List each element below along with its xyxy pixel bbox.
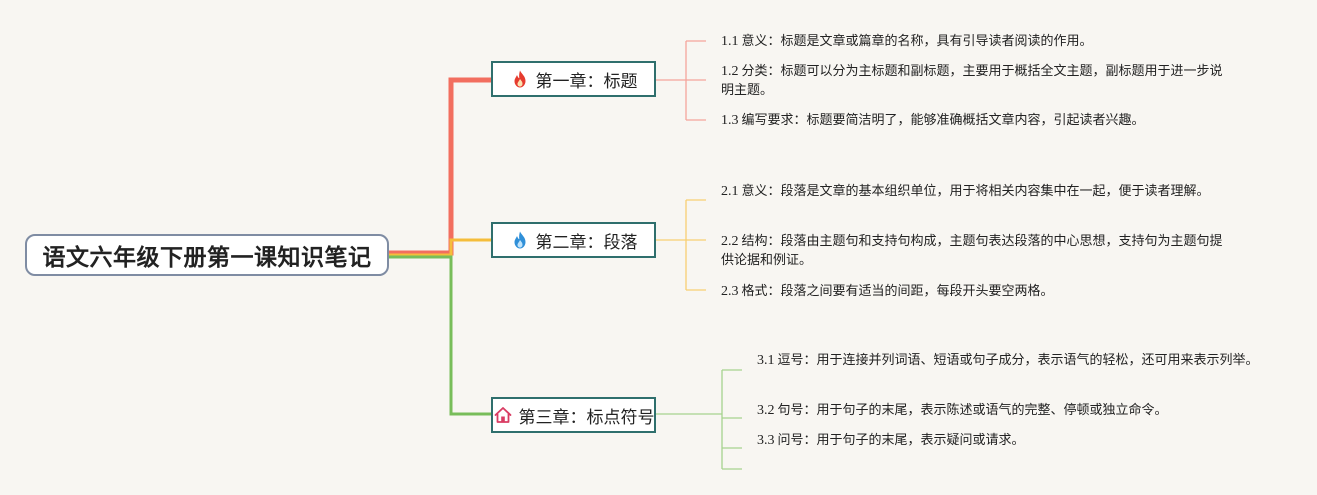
chapter-title-1: 第一章：标题: [535, 71, 638, 92]
note-number: 3.1: [757, 353, 775, 368]
chapter-node-3[interactable]: 第三章：标点符号: [491, 397, 656, 433]
home-icon: [493, 405, 513, 425]
note-number: 1.1: [721, 34, 739, 49]
note-number: 3.2: [757, 403, 775, 418]
link-root-ch3: [389, 255, 491, 416]
chapter-title-3: 第三章：标点符号: [518, 407, 655, 428]
note-text: 格式：段落之间要有适当的间距，每段开头要空两格。: [741, 284, 1054, 299]
note-text: 逗号：用于连接并列词语、短语或句子成分，表示语气的轻松，还可用来表示列举。: [777, 353, 1259, 368]
bracket-ch1: [656, 40, 706, 121]
note-number: 2.1: [721, 184, 739, 199]
note-text: 分类：标题可以分为主标题和副标题，主要用于概括全文主题，副标题用于进一步说明主题…: [721, 64, 1223, 98]
bracket-ch2: [656, 199, 706, 291]
note-text: 编写要求：标题要简洁明了，能够准确概括文章内容，引起读者兴趣。: [741, 113, 1145, 128]
note-number: 2.2: [721, 234, 739, 249]
note-text: 意义：段落是文章的基本组织单位，用于将相关内容集中在一起，便于读者理解。: [741, 184, 1210, 199]
note-text: 结构：段落由主题句和支持句构成，主题句表达段落的中心思想，支持句为主题句提供论据…: [721, 234, 1223, 268]
note-number: 3.3: [757, 433, 775, 448]
chapter-node-1[interactable]: 第一章：标题: [491, 61, 656, 97]
root-title: 语文六年级下册第一课知识笔记: [42, 245, 372, 271]
link-root-ch2: [389, 238, 491, 257]
link-root-ch1: [389, 77, 491, 256]
note-text: 句号：用于句子的末尾，表示陈述或语气的完整、停顿或独立命令。: [777, 403, 1168, 418]
blue-flame-icon: [510, 230, 530, 250]
note-number: 1.2: [721, 64, 739, 79]
root-node[interactable]: 语文六年级下册第一课知识笔记: [25, 234, 389, 276]
note-number: 2.3: [721, 284, 739, 299]
chapter-node-2[interactable]: 第二章：段落: [491, 222, 656, 258]
fire-icon: [510, 69, 530, 89]
bracket-ch3: [656, 369, 742, 470]
note-number: 1.3: [721, 113, 739, 128]
note-text: 意义：标题是文章或篇章的名称，具有引导读者阅读的作用。: [741, 34, 1093, 49]
note-text: 问号：用于句子的末尾，表示疑问或请求。: [777, 433, 1025, 448]
chapter-title-2: 第二章：段落: [535, 232, 638, 253]
